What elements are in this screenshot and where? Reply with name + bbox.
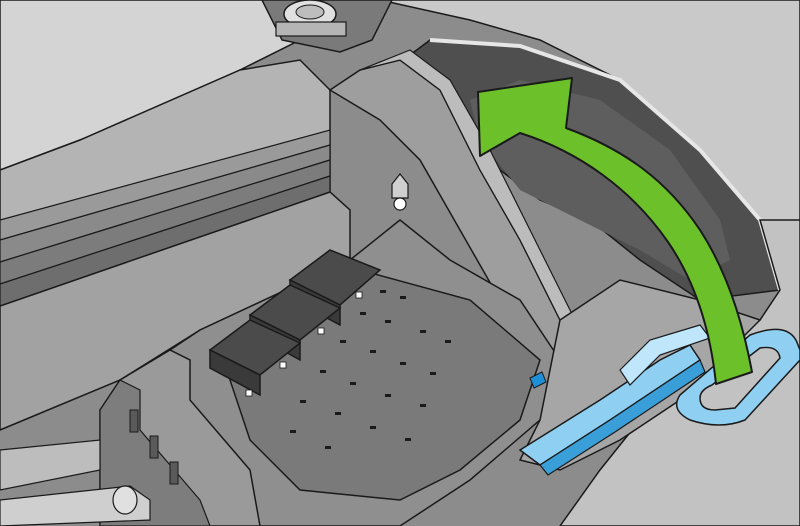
cover-hook-icon: [391, 173, 409, 211]
frame-slots: [129, 409, 179, 485]
right-cover-surface: [559, 219, 800, 526]
latch-arm-shade: [539, 359, 706, 476]
blue-indicator-icon: [529, 371, 547, 389]
printhead-markers: [245, 291, 363, 397]
gear-icon: [275, 0, 347, 37]
lift-direction-arrow-icon: [477, 77, 753, 385]
carriage-cover-latch: [518, 324, 800, 476]
printheads: [208, 249, 382, 397]
plate-slot-marks: [290, 290, 451, 449]
carriage-rod: [0, 439, 151, 526]
